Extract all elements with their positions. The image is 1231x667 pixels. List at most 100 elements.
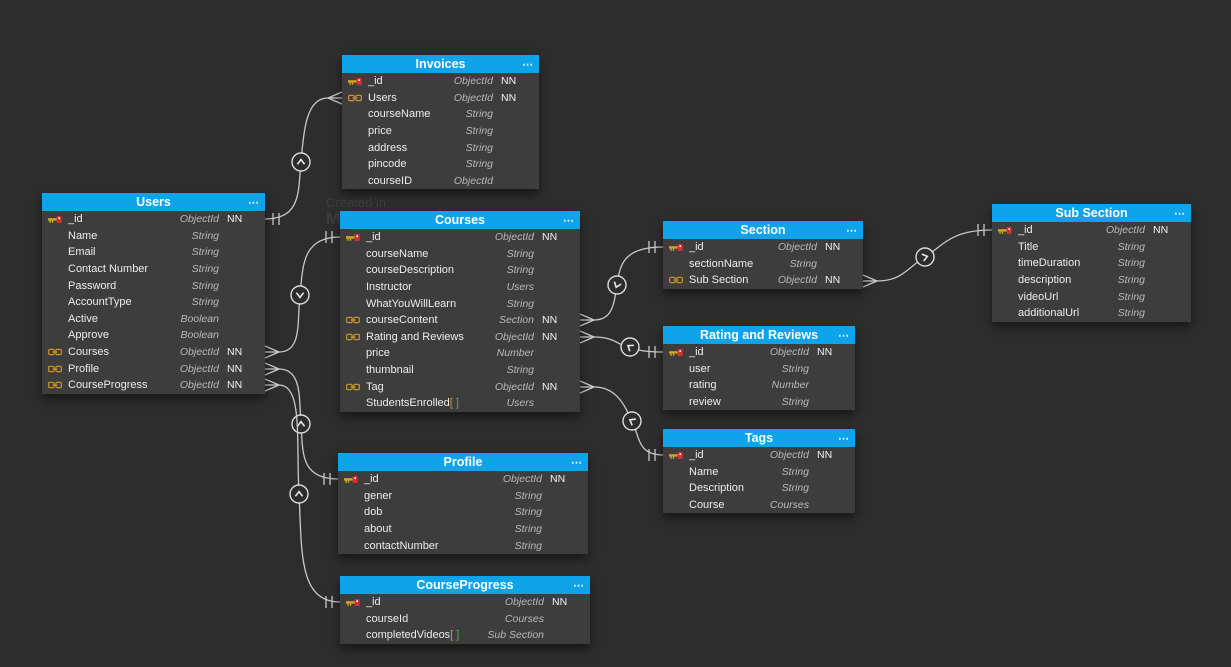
table-header[interactable]: Sub Section⋯ (992, 204, 1191, 222)
table-menu-icon[interactable]: ⋯ (563, 214, 575, 227)
chevron-icon (628, 418, 636, 426)
table-header[interactable]: Users⋯ (42, 193, 265, 211)
table-header[interactable]: CourseProgress⋯ (340, 576, 590, 594)
table-menu-icon[interactable]: ⋯ (248, 196, 260, 209)
field-row[interactable]: dob String (338, 504, 588, 521)
relationship-direction-marker[interactable] (290, 285, 310, 305)
table-menu-icon[interactable]: ⋯ (571, 456, 583, 469)
relationship-direction-marker[interactable] (620, 337, 640, 357)
field-type: String (514, 506, 542, 519)
field-row[interactable]: completedVideos[ ]Sub Section (340, 627, 590, 644)
table-menu-icon[interactable]: ⋯ (522, 58, 534, 71)
table-menu-icon[interactable]: ⋯ (838, 329, 850, 342)
table-header[interactable]: Invoices⋯ (342, 55, 539, 73)
relationship-line[interactable]: Users.CourseProgress → CourseProgress._i… (278, 384, 341, 603)
relationship-direction-marker[interactable] (291, 414, 311, 434)
table-menu-icon[interactable]: ⋯ (1174, 207, 1186, 220)
relationship-direction-marker[interactable] (291, 152, 311, 172)
crow-foot-prong (327, 97, 343, 105)
relationship-line[interactable]: Courses.courseContent → Section._id (593, 246, 664, 321)
relationship-direction-marker[interactable] (622, 411, 642, 431)
relationship-direction-marker[interactable] (607, 275, 627, 295)
table-header[interactable]: Courses⋯ (340, 211, 580, 229)
table-menu-icon[interactable]: ⋯ (846, 224, 858, 237)
field-notnull: NN (501, 75, 517, 88)
relationship-direction-marker[interactable] (289, 484, 309, 504)
field-name: Approve (68, 329, 109, 342)
field-row[interactable]: StudentsEnrolled[ ]Users (340, 395, 580, 412)
table-header[interactable]: Rating and Reviews⋯ (663, 326, 855, 344)
field-type: ObjectId (777, 241, 817, 254)
table-header[interactable]: Tags⋯ (663, 429, 855, 447)
link-icon-cell (346, 383, 366, 391)
table-menu-icon[interactable]: ⋯ (838, 432, 850, 445)
relationship-direction-marker[interactable] (915, 247, 935, 267)
field-name: dob (364, 506, 383, 519)
table-menu-icon[interactable]: ⋯ (573, 579, 585, 592)
table-header[interactable]: Profile⋯ (338, 453, 588, 471)
table-header[interactable]: Section⋯ (663, 221, 863, 239)
